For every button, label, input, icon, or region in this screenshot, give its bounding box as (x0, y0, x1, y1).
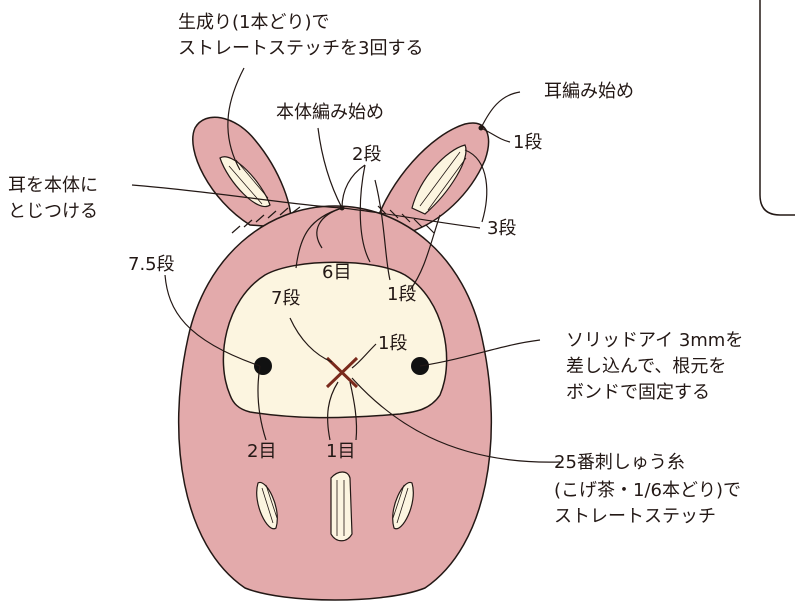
nose-note-line3: ストレートステッチ (554, 506, 716, 527)
row-1-right-label: 1段 (387, 284, 416, 305)
nose-x (325, 356, 359, 389)
stitch-6-label: 6目 (322, 262, 351, 283)
attach-note-line1: 耳を本体に (8, 175, 98, 196)
ear-start-label: 耳編み始め (544, 81, 634, 102)
right-attach-stitches (377, 205, 435, 234)
ear-stitch-note-line1: 生成り(1本どり)で (178, 12, 330, 33)
eyes-note-line3: ボンドで固定する (566, 382, 710, 403)
nose-note-line2: (こげ茶・1/6本どり)で (554, 480, 741, 501)
row-1-center-label: 1段 (378, 333, 407, 354)
stitch-2-label: 2目 (247, 441, 276, 462)
attach-note-line2: とじつける (8, 201, 98, 222)
row-7-label: 7段 (271, 288, 300, 309)
eyes-note-line2: 差し込んで、根元を (566, 356, 726, 377)
right-ear (374, 122, 490, 233)
annotation-labels: 生成り(1本どり)で ストレートステッチを3回する 本体編み始め 耳編み始め 1… (8, 12, 743, 527)
belly-stitch-left (256, 481, 278, 530)
stitch-1-label: 1目 (326, 441, 355, 462)
leader-lines (131, 67, 561, 463)
side-note-frame (759, 0, 795, 216)
ear-stitch-note-line2: ストレートステッチを3回する (178, 38, 423, 59)
belly-stitch-right (392, 481, 414, 530)
belly-stitch-center (330, 471, 353, 542)
body-start-label: 本体編み始め (276, 102, 384, 123)
ear-row-3-label: 3段 (487, 218, 516, 239)
ear-row-1-label: 1段 (513, 132, 542, 153)
face (222, 261, 448, 419)
row-7-5-label: 7.5段 (128, 254, 175, 275)
left-ear-stitch (219, 156, 271, 208)
eyes-note-line1: ソリッドアイ 3mmを (566, 330, 743, 351)
ear-row-2-label: 2段 (352, 144, 381, 165)
left-eye (254, 357, 272, 375)
left-attach-stitches (231, 206, 301, 234)
nose-note-line1: 25番刺しゅう糸 (554, 452, 685, 473)
